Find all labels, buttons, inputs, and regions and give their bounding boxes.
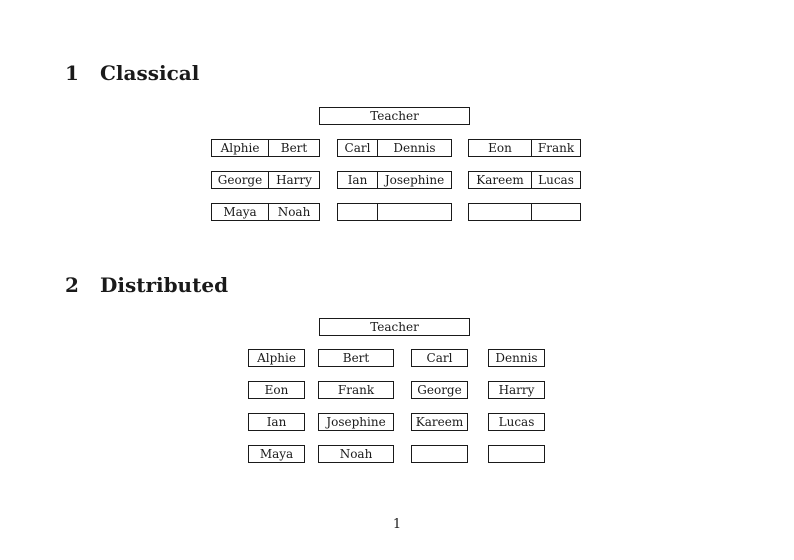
distributed-desk-1: Alphie (248, 349, 305, 367)
distributed-desk-2: Bert (318, 349, 394, 367)
distributed-desk-16-empty (488, 445, 545, 463)
seat: Harry (276, 173, 312, 187)
section-number: 1 (65, 61, 79, 85)
classical-desk-9-empty (468, 203, 581, 221)
distributed-desk-8: Harry (488, 381, 545, 399)
classical-desk-2: Carl Dennis (337, 139, 452, 157)
seat: Bert (280, 141, 308, 155)
classical-desk-7: Maya Noah (211, 203, 320, 221)
classical-desk-8-empty (337, 203, 452, 221)
page-number: 1 (392, 517, 402, 532)
seat: Noah (277, 205, 311, 219)
seat: Frank (537, 141, 575, 155)
section-title: Classical (100, 61, 200, 85)
distributed-desk-5: Eon (248, 381, 305, 399)
seat: Kareem (469, 172, 532, 188)
distributed-desk-12: Lucas (488, 413, 545, 431)
classical-desk-4: George Harry (211, 171, 320, 189)
section-title: Distributed (100, 273, 229, 297)
distributed-desk-14: Noah (318, 445, 394, 463)
teacher-box-classical: Teacher (319, 107, 470, 125)
section-number: 2 (65, 273, 79, 297)
seat: Carl (338, 140, 378, 156)
seat (338, 204, 378, 220)
distributed-desk-13: Maya (248, 445, 305, 463)
distributed-desk-7: George (411, 381, 468, 399)
distributed-desk-3: Carl (411, 349, 468, 367)
classical-desk-3: Eon Frank (468, 139, 581, 157)
seat (469, 204, 532, 220)
seat (378, 204, 451, 220)
distributed-desk-4: Dennis (488, 349, 545, 367)
distributed-desk-6: Frank (318, 381, 394, 399)
seat: Dennis (393, 141, 436, 155)
classical-desk-6: Kareem Lucas (468, 171, 581, 189)
teacher-box-distributed: Teacher (319, 318, 470, 336)
distributed-desk-9: Ian (248, 413, 305, 431)
section-heading-classical: 1 Classical (65, 62, 199, 84)
seat: Maya (212, 204, 269, 220)
seat: Josephine (384, 173, 445, 187)
seat: Lucas (538, 173, 574, 187)
seat: Eon (469, 140, 532, 156)
seat: Alphie (212, 140, 269, 156)
seat: George (212, 172, 269, 188)
distributed-desk-10: Josephine (318, 413, 394, 431)
distributed-desk-15-empty (411, 445, 468, 463)
section-heading-distributed: 2 Distributed (65, 274, 228, 296)
classical-desk-1: Alphie Bert (211, 139, 320, 157)
distributed-desk-11: Kareem (411, 413, 468, 431)
seat: Ian (338, 172, 378, 188)
seat (532, 204, 580, 220)
classical-desk-5: Ian Josephine (337, 171, 452, 189)
